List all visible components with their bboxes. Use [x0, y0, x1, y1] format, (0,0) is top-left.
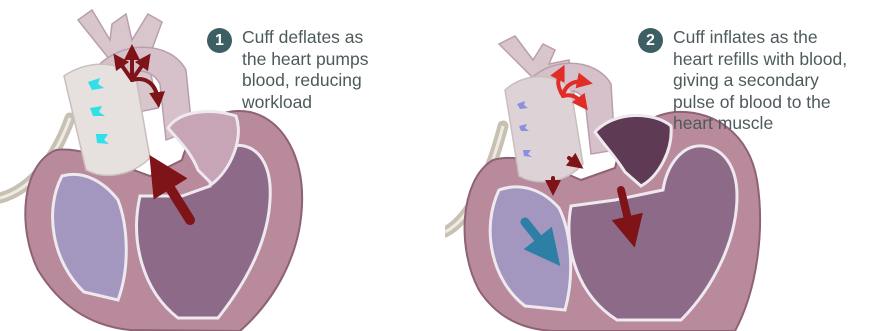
caption-line: Cuff inflates as the [673, 27, 847, 49]
caption-line: heart muscle [673, 113, 847, 135]
diagram-panel-deflate: 1 Cuff deflates as the heart pumps blood… [0, 0, 445, 331]
balloon-cuff-inflated [505, 77, 583, 182]
step-number-badge: 2 [638, 28, 663, 53]
step-1-caption-text: Cuff deflates as the heart pumps blood, … [242, 27, 368, 113]
diagram-panel-inflate: 2 Cuff inflates as the heart refills wit… [445, 0, 891, 331]
caption-line: pulse of blood to the [673, 92, 847, 114]
step-number-badge: 1 [207, 28, 232, 53]
caption-line: Cuff deflates as [242, 27, 368, 49]
caption-line: blood, reducing [242, 70, 368, 92]
step-2-caption: 2 Cuff inflates as the heart refills wit… [638, 27, 847, 135]
caption-line: the heart pumps [242, 49, 368, 71]
caption-line: giving a secondary [673, 70, 847, 92]
caption-line: workload [242, 92, 368, 114]
caption-line: heart refills with blood, [673, 49, 847, 71]
step-1-caption: 1 Cuff deflates as the heart pumps blood… [207, 27, 368, 113]
step-2-caption-text: Cuff inflates as the heart refills with … [673, 27, 847, 135]
